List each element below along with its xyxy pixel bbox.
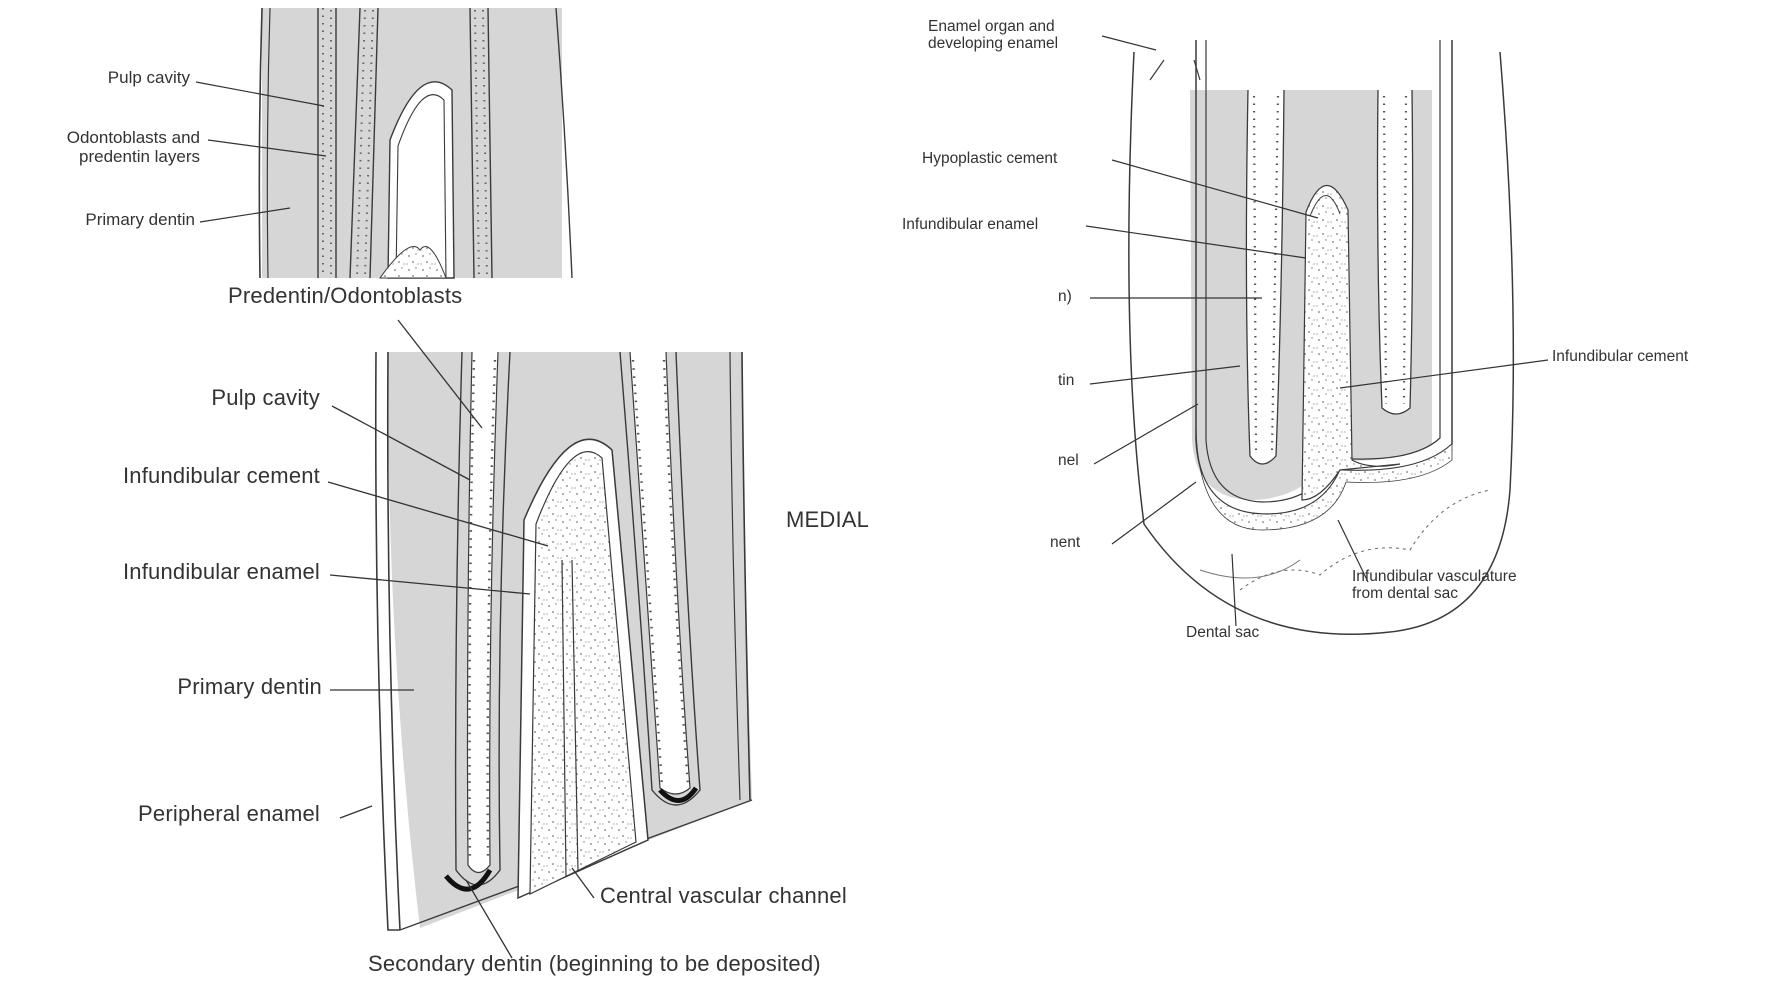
top-left-section-diagram: [196, 8, 572, 278]
right-section-diagram: [1086, 36, 1548, 634]
bottom-left-section-diagram: [328, 320, 752, 958]
